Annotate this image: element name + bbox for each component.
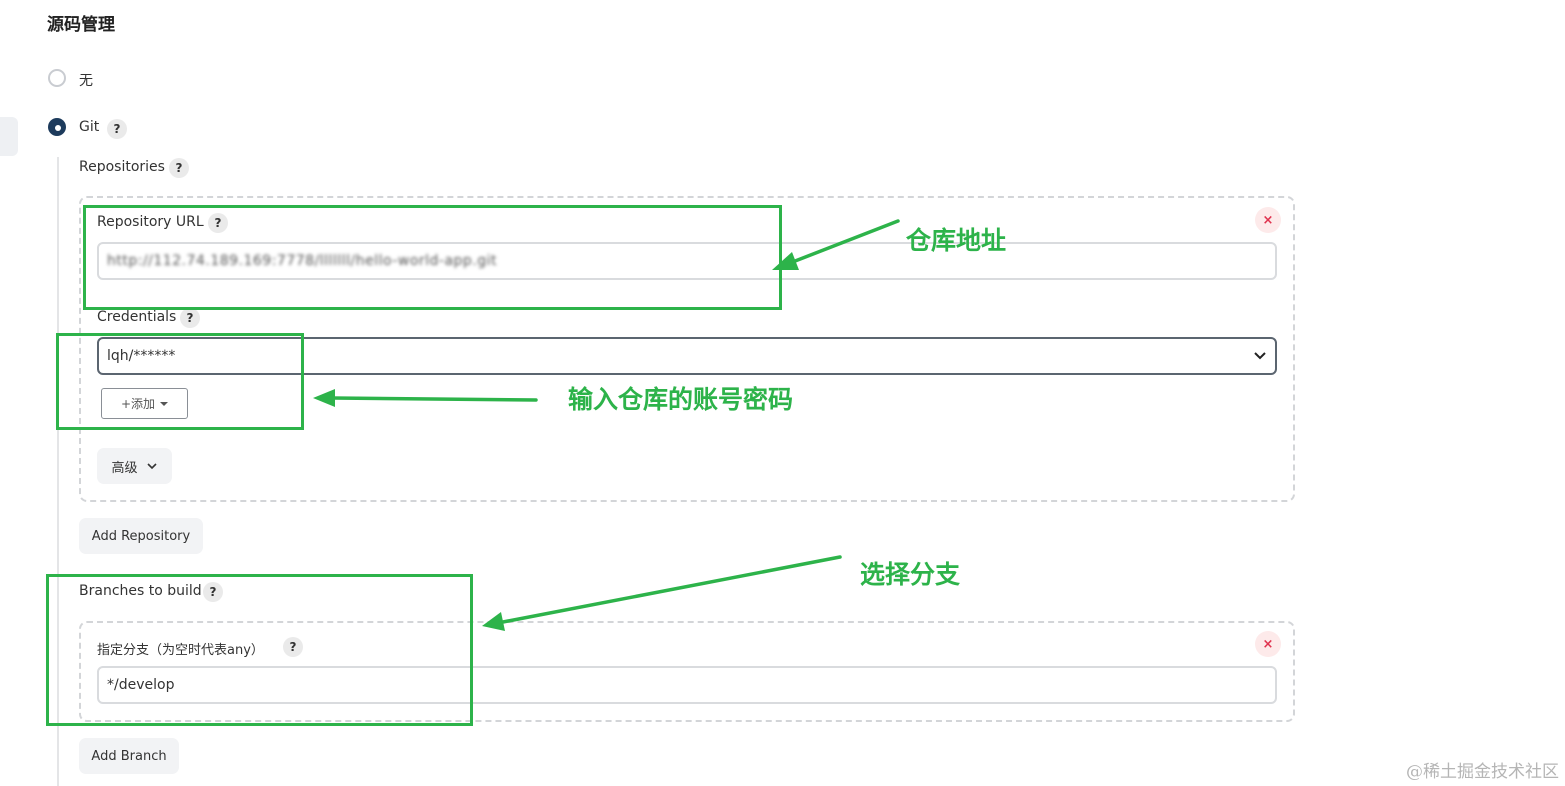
add-credentials-label: +添加: [120, 397, 156, 411]
remove-repository-close-icon[interactable]: ×: [1255, 207, 1281, 233]
branch-specifier-input[interactable]: */develop: [97, 666, 1277, 704]
caret-down-icon: [160, 401, 169, 406]
git-help-icon[interactable]: ?: [107, 119, 127, 139]
annotation-box-credentials: [56, 333, 304, 430]
chevron-down-icon: [146, 463, 157, 470]
scm-none-radio[interactable]: [48, 69, 66, 87]
annotation-box-branches: [46, 574, 473, 726]
annotation-box-repository-url: [83, 205, 782, 310]
branch-specifier-label: 指定分支（为空时代表any）: [97, 643, 264, 658]
add-repository-button[interactable]: Add Repository: [79, 518, 203, 554]
annotation-credentials: 输入仓库的账号密码: [568, 385, 794, 414]
advanced-label: 高级: [111, 460, 138, 476]
credentials-selected-value: lqh/******: [107, 348, 176, 364]
branches-help-icon[interactable]: ?: [203, 582, 223, 602]
add-branch-button[interactable]: Add Branch: [79, 738, 179, 774]
repositories-help-icon[interactable]: ?: [169, 158, 189, 178]
branch-specifier-help-icon[interactable]: ?: [283, 637, 303, 657]
branches-label: Branches to build: [79, 583, 202, 599]
repository-panel: [79, 196, 1295, 502]
add-credentials-button[interactable]: +添加: [101, 388, 188, 419]
git-section-indent-line: [57, 157, 59, 786]
watermark: @稀土掘金技术社区: [1406, 762, 1559, 782]
scm-git-label: Git: [79, 119, 100, 135]
credentials-label: Credentials: [97, 309, 177, 325]
credentials-help-icon[interactable]: ?: [180, 308, 200, 328]
scm-none-label: 无: [79, 73, 93, 89]
side-tab-marker: [0, 117, 18, 156]
remove-branch-close-icon[interactable]: ×: [1255, 631, 1281, 657]
repository-url-input[interactable]: http://112.74.189.169:7778/lllllll/hello…: [97, 242, 1277, 280]
credentials-select[interactable]: lqh/******: [97, 337, 1277, 375]
advanced-button[interactable]: 高级: [97, 448, 172, 484]
branch-specifier-value: */develop: [107, 677, 175, 693]
scm-git-radio[interactable]: [48, 118, 66, 136]
repository-url-help-icon[interactable]: ?: [208, 213, 228, 233]
chevron-down-icon: [1254, 352, 1266, 360]
repository-url-value: http://112.74.189.169:7778/lllllll/hello…: [107, 253, 498, 269]
annotation-branch: 选择分支: [860, 560, 961, 589]
section-title: 源码管理: [47, 15, 115, 35]
repository-url-label: Repository URL: [97, 214, 204, 230]
repositories-label: Repositories: [79, 159, 165, 175]
annotation-repo-address: 仓库地址: [906, 226, 1007, 255]
